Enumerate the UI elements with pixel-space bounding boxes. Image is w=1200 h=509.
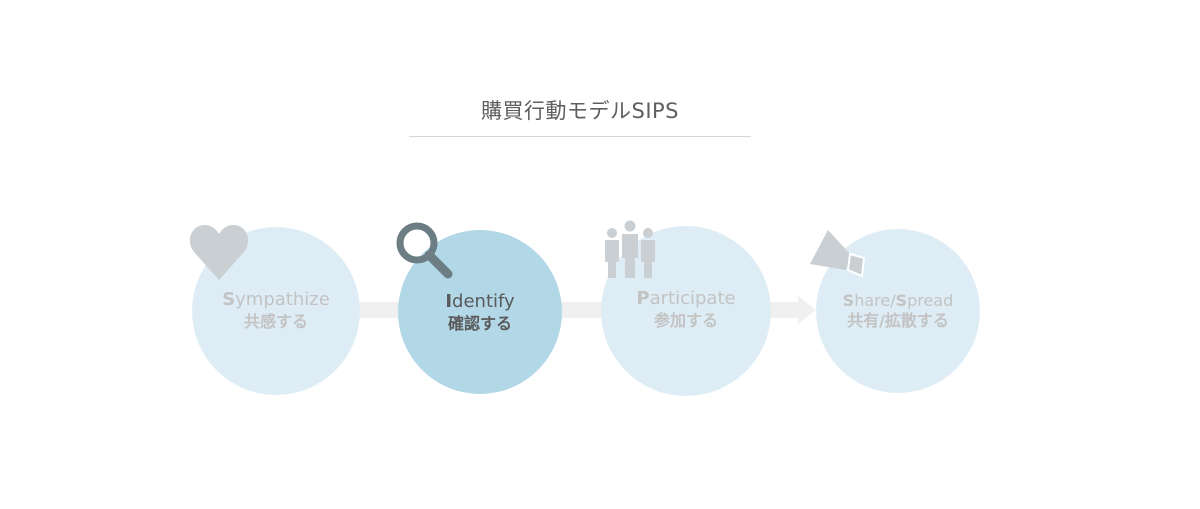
- step-label: Identify 確認する: [398, 291, 562, 334]
- step-english-label: Participate: [636, 288, 736, 309]
- page-title: 購買行動モデルSIPS: [480, 99, 680, 123]
- connector-3-4: [766, 302, 800, 318]
- heart-icon: [189, 224, 249, 280]
- megaphone-icon: [810, 230, 866, 278]
- step-label: Participate 参加する: [601, 288, 771, 331]
- step-japanese-label: 参加する: [653, 310, 718, 330]
- step-label: Sympathize 共感する: [192, 289, 360, 332]
- step-japanese-label: 共感する: [243, 311, 308, 331]
- connector-1-2: [355, 302, 403, 318]
- people-icon: [605, 220, 655, 278]
- arrow-head: [798, 296, 816, 324]
- step-label: Share/Spread 共有/拡散する: [816, 291, 980, 331]
- step-english-label: Identify: [445, 291, 515, 312]
- step-english-label: Share/Spread: [842, 291, 954, 310]
- connector-2-3: [558, 302, 606, 318]
- step-japanese-label: 共有/拡散する: [847, 311, 949, 330]
- title-divider: [409, 136, 751, 137]
- magnifier-icon: [396, 222, 453, 279]
- step-identify: Identify 確認する: [398, 230, 562, 394]
- step-english-label: Sympathize: [222, 289, 330, 310]
- step-japanese-label: 確認する: [447, 313, 512, 333]
